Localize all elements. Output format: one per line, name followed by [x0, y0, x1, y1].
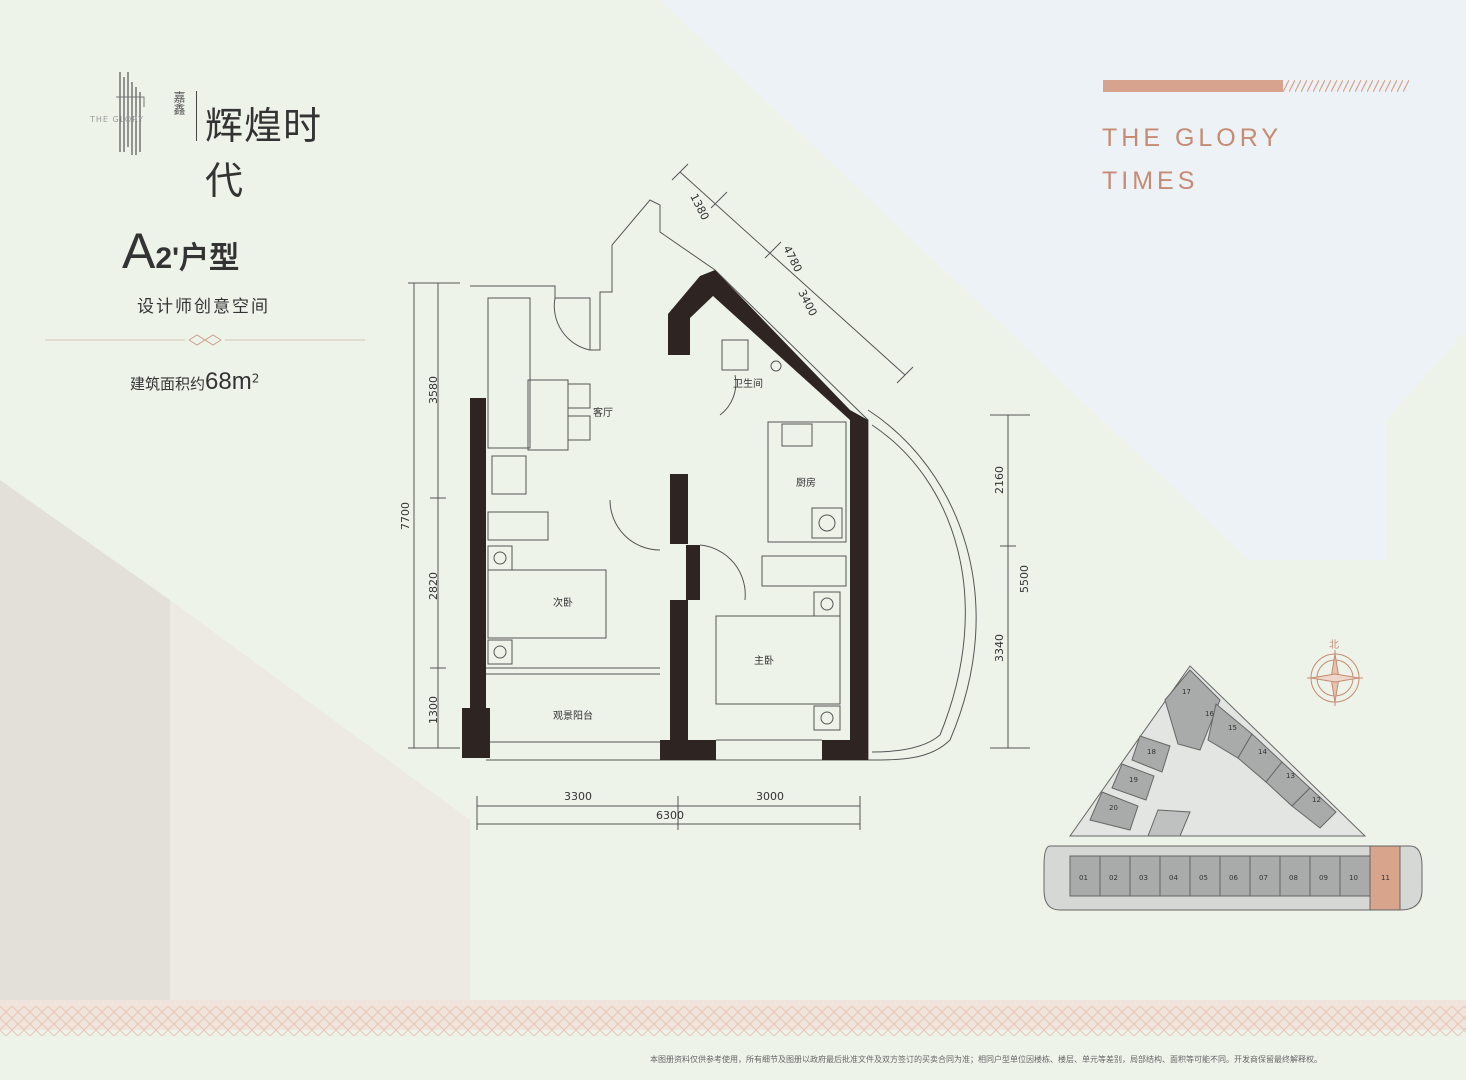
keyplan-unit-label: 14 [1258, 748, 1267, 756]
dim-left-total: 7700 [399, 502, 412, 530]
room-label-second-bed: 次卧 [553, 596, 573, 609]
room-label-balcony: 观景阳台 [553, 709, 593, 722]
room-label-living: 客厅 [593, 406, 613, 419]
keyplan-unit-label: 07 [1259, 874, 1268, 882]
keyplan-unit-label: 20 [1109, 804, 1118, 812]
room-label-bath: 卫生间 [733, 377, 763, 390]
tagline-line2: TIMES [1102, 167, 1199, 195]
keyplan-unit-label: 10 [1349, 874, 1358, 882]
compass-north-label: 北 [1329, 639, 1339, 651]
keyplan-unit-label: 03 [1139, 874, 1148, 882]
area-info: 建筑面积约68m2 [130, 368, 259, 396]
keyplan-unit-label: 02 [1109, 874, 1118, 882]
keyplan-unit-label: 06 [1229, 874, 1238, 882]
dim-left-3: 1300 [427, 696, 440, 724]
logo-emblem-icon [116, 72, 145, 155]
dim-top-1: 1380 [687, 191, 711, 222]
keyplan-unit-label: 11 [1381, 874, 1390, 882]
room-label-master-bed: 主卧 [754, 654, 774, 667]
area-value: 68m [205, 368, 252, 395]
keyplan-unit-label: 16 [1205, 710, 1214, 718]
dim-left-2: 2820 [427, 572, 440, 600]
keyplan-unit-label: 17 [1182, 688, 1191, 696]
dim-right-total: 5500 [1018, 565, 1031, 593]
unit-subtitle: 设计师创意空间 [137, 297, 270, 317]
developer-name: 嘉鑫 [172, 91, 186, 115]
logo-small-text: THE GLORY [90, 115, 145, 124]
keyplan-unit-label: 04 [1169, 874, 1178, 882]
dim-bottom-2: 3000 [756, 790, 784, 803]
brand-name: 辉煌时代 [205, 104, 323, 203]
dim-right-2: 3340 [993, 634, 1006, 662]
keyplan-unit-label: 19 [1129, 776, 1138, 784]
key-plan: 01 02 03 04 05 06 07 08 09 10 11 12 13 1… [1043, 665, 1423, 911]
tagline-line1: THE GLORY [1102, 124, 1283, 152]
keyplan-unit-label: 13 [1286, 772, 1295, 780]
tagline-bar [1103, 80, 1283, 92]
keyplan-unit-label: 05 [1199, 874, 1208, 882]
area-label: 建筑面积约 [130, 375, 206, 393]
logo-divider [196, 91, 197, 141]
keyplan-unit-label: 12 [1312, 796, 1321, 804]
brand-logo: THE GLORY 嘉鑫 辉煌时代 [90, 65, 340, 203]
dim-left-1: 3580 [427, 376, 440, 404]
title-divider [45, 334, 365, 346]
compass-icon: 北 [1307, 639, 1363, 706]
unit-letter: A [122, 223, 156, 279]
disclaimer-text: 本图册资料仅供参考使用，所有细节及图册以政府最后批准文件及双方签订的买卖合同为准… [650, 1055, 1322, 1064]
dim-bottom-total: 6300 [656, 809, 684, 822]
unit-title: A2'户型 [122, 222, 239, 280]
room-label-kitchen: 厨房 [796, 476, 816, 489]
keyplan-highlight-unit [1369, 845, 1401, 911]
dim-top-2: 4780 [780, 243, 804, 274]
keyplan-unit-label: 18 [1147, 748, 1156, 756]
dim-right-1: 2160 [993, 466, 1006, 494]
unit-suffix: 2'户型 [155, 242, 240, 275]
keyplan-unit-label: 15 [1228, 724, 1237, 732]
dim-top-3: 3400 [795, 287, 819, 318]
dim-bottom-1: 3300 [564, 790, 592, 803]
keyplan-unit-label: 01 [1079, 874, 1088, 882]
tagline-hatch [1283, 80, 1409, 92]
keyplan-unit-label: 08 [1289, 874, 1298, 882]
decorative-lattice-band [0, 1006, 1466, 1036]
keyplan-unit-label: 09 [1319, 874, 1328, 882]
area-unit-sup: 2 [251, 371, 260, 386]
